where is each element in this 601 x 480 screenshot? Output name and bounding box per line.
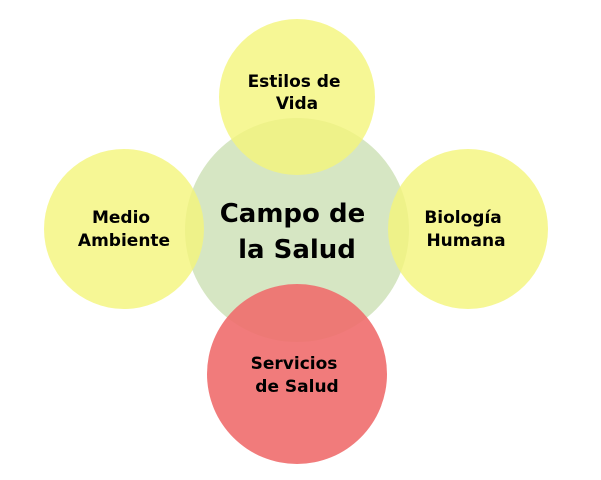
left-label: Medio Ambiente bbox=[78, 208, 170, 251]
center-label-line2: la Salud bbox=[238, 235, 356, 265]
top-label-line1: Estilos de bbox=[248, 72, 341, 92]
left-label-line1: Medio bbox=[92, 208, 150, 228]
center-label-line1: Campo de bbox=[220, 199, 366, 229]
left-circle bbox=[44, 149, 204, 309]
center-circle bbox=[185, 118, 409, 342]
bottom-label: Servicios de Salud bbox=[251, 354, 344, 397]
right-circle bbox=[388, 149, 548, 309]
right-label-line1: Biología bbox=[424, 208, 501, 228]
bottom-label-line1: Servicios bbox=[251, 354, 338, 374]
top-label-line2: Vida bbox=[276, 94, 318, 114]
right-label: Biología Humana bbox=[424, 208, 507, 251]
bottom-label-line2: de Salud bbox=[255, 377, 338, 397]
bottom-circle bbox=[207, 284, 387, 464]
center-label: Campo de la Salud bbox=[220, 199, 375, 265]
top-label: Estilos de Vida bbox=[248, 72, 347, 114]
top-circle bbox=[219, 19, 375, 175]
right-label-line2: Humana bbox=[426, 231, 505, 251]
left-label-line2: Ambiente bbox=[78, 231, 170, 251]
